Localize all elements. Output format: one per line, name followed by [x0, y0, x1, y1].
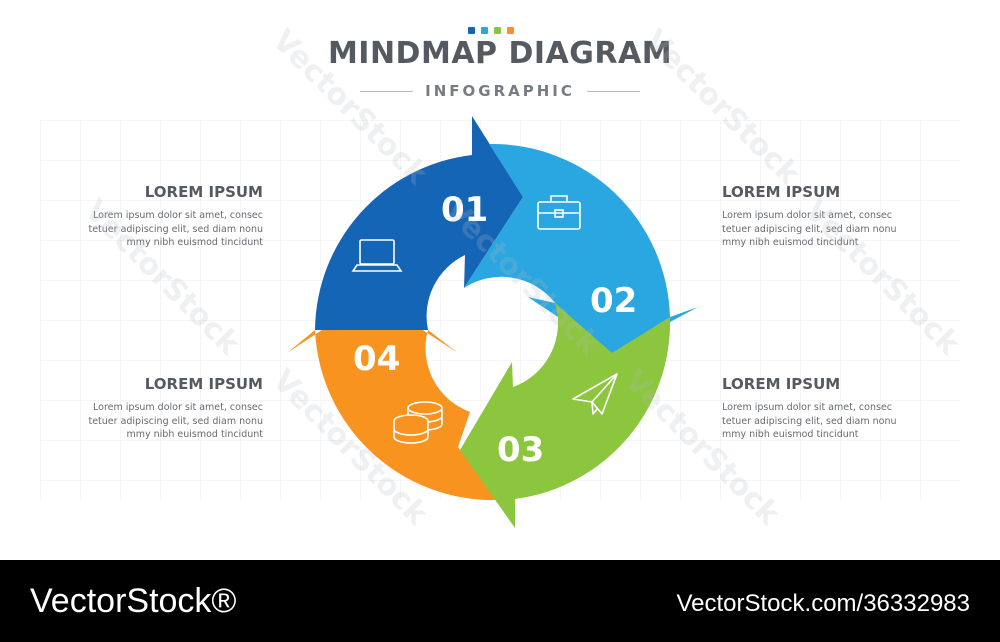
- segment-01: [315, 116, 523, 330]
- block-text-line: Lorem ipsum dolor sit amet, consec: [93, 210, 263, 221]
- segment-number-04: 04: [353, 339, 400, 379]
- block-heading: LOREM IPSUM: [722, 375, 841, 393]
- block-text-line: Lorem ipsum dolor sit amet, consec: [93, 402, 263, 413]
- infographic-canvas: MINDMAP DIAGRAM INFOGRAPHIC LOREM IPSUM …: [40, 23, 966, 532]
- page-subtitle: INFOGRAPHIC: [425, 82, 575, 100]
- block-text-line: mmy nibh euismod tincidunt: [126, 237, 264, 248]
- block-text: Lorem ipsum dolor sit amet, consec tetue…: [722, 209, 912, 250]
- block-text-line: tetuer adipiscing elit, sed diam nonu: [722, 223, 897, 235]
- block-text-line: Lorem ipsum dolor sit amet, consec: [722, 402, 892, 413]
- text-block-top-right: LOREM IPSUM Lorem ipsum dolor sit amet, …: [722, 183, 912, 250]
- segment-03: [460, 303, 671, 528]
- accent-dot: [494, 27, 501, 34]
- accent-dots: [468, 27, 514, 34]
- divider: [586, 90, 640, 92]
- text-block-top-left: LOREM IPSUM Lorem ipsum dolor sit amet, …: [73, 183, 263, 250]
- footer-url: VectorStock.com/36332983: [676, 590, 970, 617]
- block-text: Lorem ipsum dolor sit amet, consec tetue…: [722, 401, 912, 442]
- page-title: MINDMAP DIAGRAM: [327, 36, 673, 71]
- footer-brand: VectorStock®: [30, 582, 237, 620]
- cycle-diagram: 01 02 03 04: [287, 116, 698, 528]
- block-text-line: tetuer adipiscing elit, sed diam nonu: [722, 415, 897, 427]
- segment-number-01: 01: [441, 190, 488, 230]
- briefcase-icon: [537, 195, 581, 230]
- accent-dot: [507, 27, 514, 34]
- block-text-line: tetuer adipiscing elit, sed diam nonu: [88, 223, 263, 235]
- footer-bar: VectorStock® VectorStock.com/36332983: [0, 560, 1000, 642]
- segment-04: [287, 297, 497, 501]
- block-text: Lorem ipsum dolor sit amet, consec tetue…: [73, 401, 263, 442]
- segment-02: [464, 143, 698, 353]
- subtitle-row: INFOGRAPHIC: [360, 80, 640, 102]
- text-block-bottom-right: LOREM IPSUM Lorem ipsum dolor sit amet, …: [722, 375, 912, 442]
- block-text-line: mmy nibh euismod tincidunt: [722, 429, 859, 440]
- laptop-icon: [351, 239, 403, 272]
- segment-number-02: 02: [590, 281, 637, 321]
- block-text-line: mmy nibh euismod tincidunt: [722, 237, 859, 248]
- divider: [360, 90, 414, 92]
- paper-plane-icon: [572, 373, 618, 415]
- accent-dot: [468, 27, 475, 34]
- block-text-line: Lorem ipsum dolor sit amet, consec: [722, 210, 892, 221]
- block-heading: LOREM IPSUM: [722, 183, 841, 201]
- coins-icon: [393, 401, 443, 444]
- block-text: Lorem ipsum dolor sit amet, consec tetue…: [73, 209, 263, 250]
- block-heading: LOREM IPSUM: [144, 183, 263, 201]
- accent-dot: [481, 27, 488, 34]
- block-text-line: mmy nibh euismod tincidunt: [126, 429, 264, 440]
- text-block-bottom-left: LOREM IPSUM Lorem ipsum dolor sit amet, …: [73, 375, 263, 442]
- block-heading: LOREM IPSUM: [144, 375, 263, 393]
- block-text-line: tetuer adipiscing elit, sed diam nonu: [88, 415, 263, 427]
- segment-number-03: 03: [497, 430, 544, 470]
